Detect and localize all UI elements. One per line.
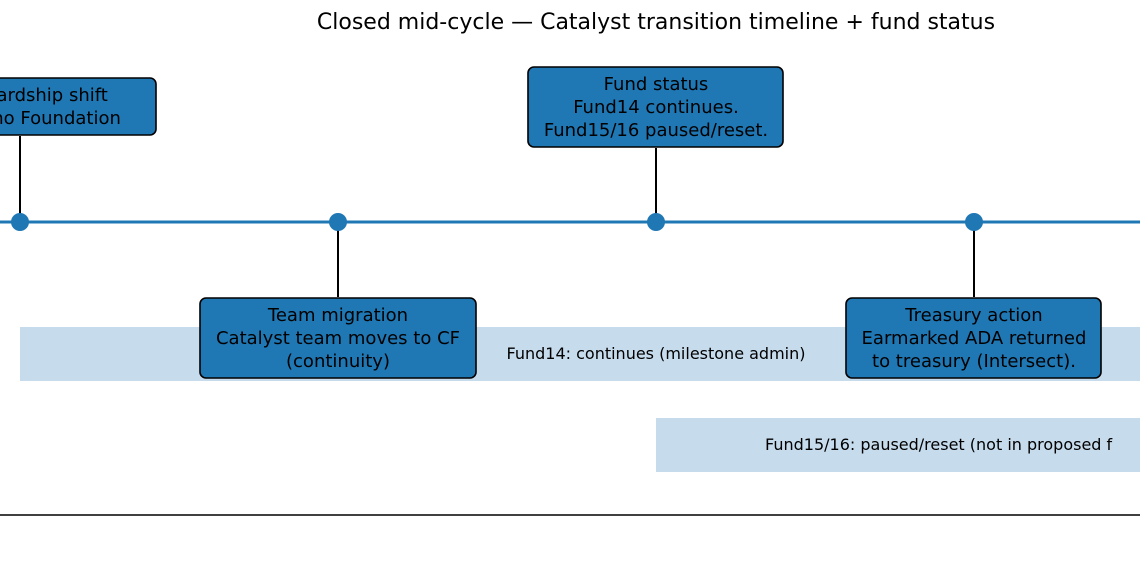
event-box-fund-status: Fund status Fund14 continues. Fund15/16 … (527, 66, 784, 148)
event-box-team-migration: Team migration Catalyst team moves to CF… (199, 297, 477, 379)
event-marker (329, 213, 347, 231)
event-box-treasury: Treasury action Earmarked ADA returned t… (845, 297, 1102, 379)
band-fund14-label: Fund14: continues (milestone admin) (507, 344, 806, 363)
event-box-line: Fund15/16 paused/reset. (544, 120, 768, 141)
event-box-line: Cardano Foundation (0, 108, 121, 129)
event-box-line: Earmarked ADA returned (862, 328, 1087, 349)
band-fund15-16 (656, 418, 1140, 472)
band-fund15-16-label: Fund15/16: paused/reset (not in proposed… (765, 435, 1113, 454)
event-box-line: Fund14 continues. (573, 97, 739, 118)
event-box-line: Treasury action (904, 305, 1042, 326)
diagram-title: Closed mid-cycle — Catalyst transition t… (317, 10, 995, 35)
event-box-line: Fund status (604, 74, 709, 95)
event-box-line: to treasury (Intersect). (872, 351, 1076, 372)
event-marker (11, 213, 29, 231)
event-box-stewardship: Stewardship shift Cardano Foundation (0, 77, 157, 136)
event-box-line: Stewardship shift (0, 85, 108, 106)
event-box-line: Team migration (267, 305, 408, 326)
event-marker (647, 213, 665, 231)
event-marker (965, 213, 983, 231)
event-box-line: Catalyst team moves to CF (216, 328, 460, 349)
event-box-line: (continuity) (286, 351, 390, 372)
